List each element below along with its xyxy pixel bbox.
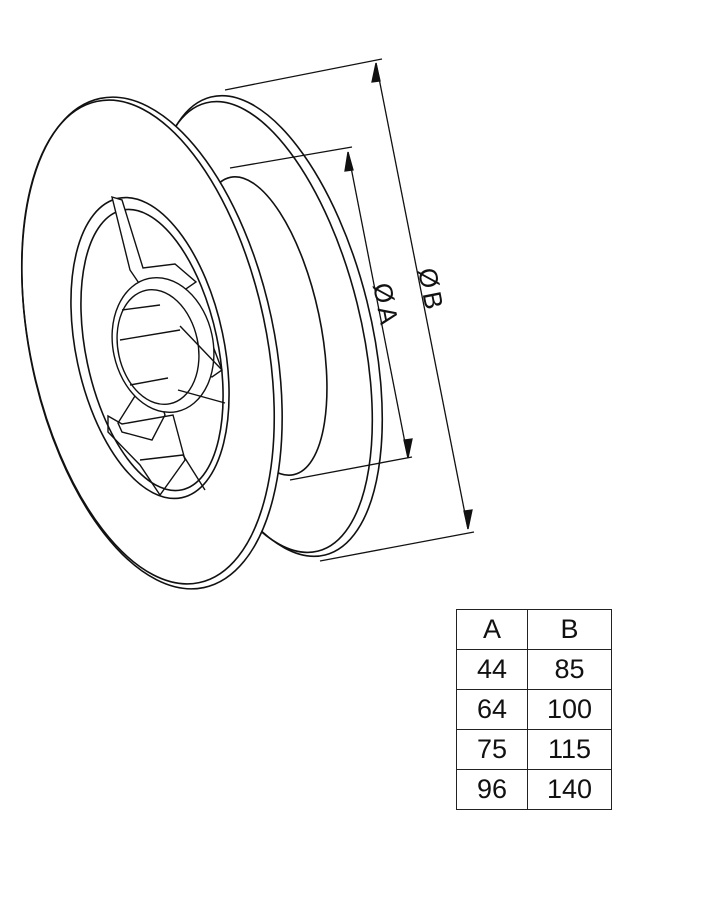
dimension-table: A B 44 85 64 100 75 115 96 140 [456,609,612,810]
spool-spokes [107,195,226,497]
label-diameter-a: Ø A [367,280,404,327]
cell-b: 140 [527,769,612,810]
label-a: A [372,304,405,327]
table-header-row: A B [456,609,612,650]
cell-b: 85 [527,649,612,690]
dimension-b [224,58,475,562]
cell-a: 64 [456,689,528,730]
cell-a: 44 [456,649,528,690]
dimension-a [229,146,413,481]
header-b: B [527,609,612,650]
table-row: 96 140 [456,769,612,810]
table-row: 44 85 [456,649,612,690]
header-a: A [456,609,528,650]
table-row: 75 115 [456,729,612,770]
cell-b: 100 [527,689,612,730]
label-diameter-b: Ø B [412,265,449,311]
cell-b: 115 [527,729,612,770]
cell-a: 96 [456,769,528,810]
label-b: B [417,289,450,312]
diameter-symbol-b: Ø [412,265,445,291]
cell-a: 75 [456,729,528,770]
table-row: 64 100 [456,689,612,730]
diameter-symbol-a: Ø [367,280,400,306]
